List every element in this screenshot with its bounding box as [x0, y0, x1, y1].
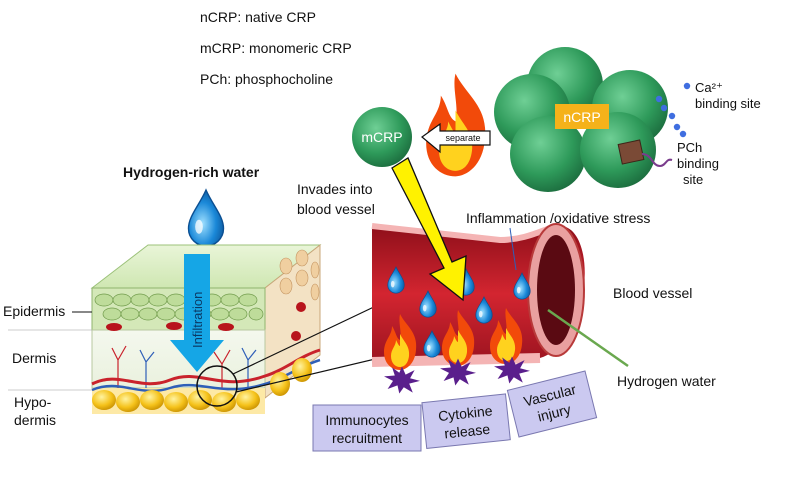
ca-dot	[668, 112, 676, 120]
ncrp-subunit	[580, 112, 656, 188]
hydrogen-water-pointer	[547, 308, 629, 368]
blood-vessel-label: Blood vessel	[613, 285, 692, 301]
blood-vessel	[371, 223, 585, 367]
damage-star-icon	[384, 366, 420, 394]
separate-label: separate	[445, 133, 480, 143]
ca-label-top: Ca²⁺	[695, 80, 723, 95]
pch-square	[617, 139, 645, 165]
epidermis-red-cells	[106, 302, 306, 341]
outcome-immunocytes-2: recruitment	[332, 430, 402, 446]
dermis-label: Dermis	[12, 350, 56, 366]
outcome-immunocytes-1: Immunocytes	[325, 412, 408, 428]
epidermis-label: Epidermis	[3, 303, 65, 319]
pch-label-2: binding	[677, 156, 719, 171]
ca-dot	[683, 82, 691, 90]
ncrp-subunit	[510, 116, 586, 192]
dermis-artery	[91, 348, 321, 386]
ca-dot	[655, 95, 663, 103]
pch-label-3: site	[683, 172, 703, 187]
infiltration-arrow: Infiltration	[170, 254, 224, 372]
legend-pch: PCh: phosphocholine	[200, 71, 333, 87]
outcome-cytokine-1: Cytokine	[437, 402, 493, 424]
ca-dot	[679, 130, 687, 138]
ncrp-label-box	[555, 104, 609, 129]
outcome-vascular-2: injury	[536, 401, 572, 425]
zoom-circle	[196, 365, 238, 407]
water-drop-icon	[187, 189, 225, 247]
ca-label-bottom: binding site	[695, 96, 761, 111]
outcome-box-cytokine: Cytokine release	[421, 393, 511, 450]
flame-icon	[426, 73, 486, 177]
infiltration-label: Infiltration	[190, 292, 205, 348]
outcome-cytokine-2: release	[443, 421, 491, 442]
hydrogen-water-label: Hydrogen water	[617, 373, 716, 389]
invades-line-2: blood vessel	[297, 201, 375, 217]
water-title: Hydrogen-rich water	[123, 164, 260, 180]
skin-side-cells	[279, 249, 320, 301]
zoom-connector-bottom	[235, 355, 389, 393]
zoom-connector-top	[232, 304, 379, 375]
inflammation-pointer	[509, 227, 517, 271]
legend-ncrp: nCRP: native CRP	[200, 9, 316, 25]
dermis-vein	[91, 358, 321, 393]
ca-dot	[660, 104, 668, 112]
hypodermis-fat	[92, 358, 312, 412]
ncrp-pentamer: nCRP	[494, 47, 691, 192]
invade-arrow	[391, 157, 467, 302]
inflammation-label: Inflammation /oxidative stress	[466, 210, 650, 226]
mcrp-label: mCRP	[361, 129, 402, 145]
outcome-box-vascular: Vascular injury	[506, 370, 598, 438]
mcrp-ball	[352, 107, 412, 167]
ca-dot	[673, 123, 681, 131]
hypodermis-label-2: dermis	[14, 412, 56, 428]
separate-arrow: separate	[421, 122, 491, 154]
pch-label-1: PCh	[677, 140, 702, 155]
invades-line-1: Invades into	[297, 181, 373, 197]
legend-mcrp: mCRP: monomeric CRP	[200, 40, 352, 56]
outcome-box-immunocytes: Immunocytes recruitment	[312, 404, 422, 452]
hypodermis-label-1: Hypo-	[14, 394, 52, 410]
ncrp-label: nCRP	[563, 109, 600, 125]
pch-tail	[641, 153, 673, 168]
